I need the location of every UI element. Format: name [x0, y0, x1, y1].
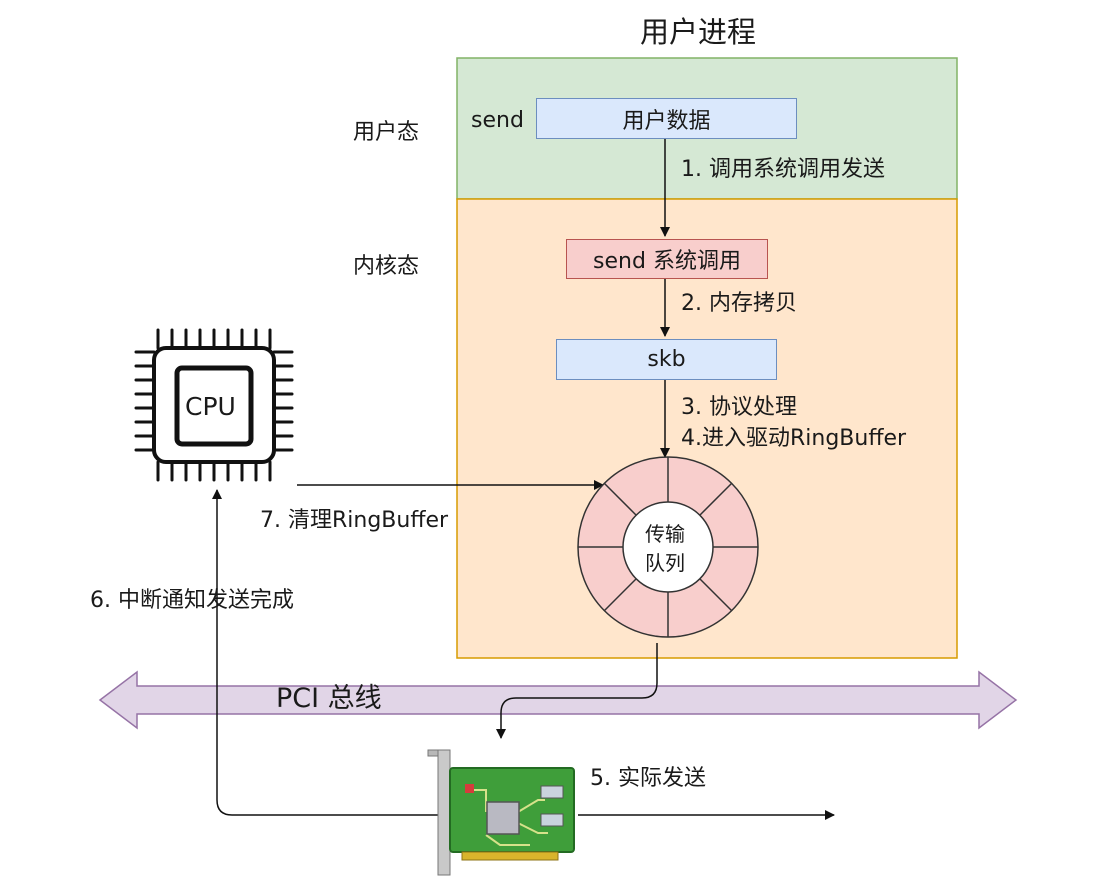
pci-bus-arrow	[98, 670, 1018, 730]
send-label: send	[471, 108, 524, 133]
user-data-box: 用户数据	[536, 98, 797, 139]
step-1-label: 1. 调用系统调用发送	[681, 157, 885, 182]
pci-bus-label: PCI 总线	[276, 683, 382, 714]
queue-label-line1: 传输	[645, 522, 685, 546]
skb-box: skb	[556, 339, 777, 380]
step-7-label: 7. 清理RingBuffer	[260, 508, 449, 533]
arrow-step-6	[212, 489, 440, 816]
step-2-label: 2. 内存拷贝	[681, 291, 797, 316]
cpu-label: CPU	[185, 392, 236, 421]
send-syscall-box: send 系统调用	[566, 239, 768, 279]
queue-label-line2: 队列	[645, 551, 685, 575]
step-3-label: 3. 协议处理	[681, 395, 797, 420]
ring-buffer	[577, 456, 759, 638]
cpu-chip-icon	[134, 328, 294, 482]
user-space-label: 用户态	[353, 120, 420, 145]
kernel-space-label: 内核态	[353, 254, 420, 279]
network-card-icon	[427, 749, 575, 876]
diagram-title: 用户进程	[640, 15, 757, 49]
step-6-label: 6. 中断通知发送完成	[90, 588, 294, 613]
step-5-label: 5. 实际发送	[590, 766, 706, 791]
step-4-label: 4.进入驱动RingBuffer	[681, 426, 907, 451]
arrow-queue-to-nic	[496, 643, 658, 739]
